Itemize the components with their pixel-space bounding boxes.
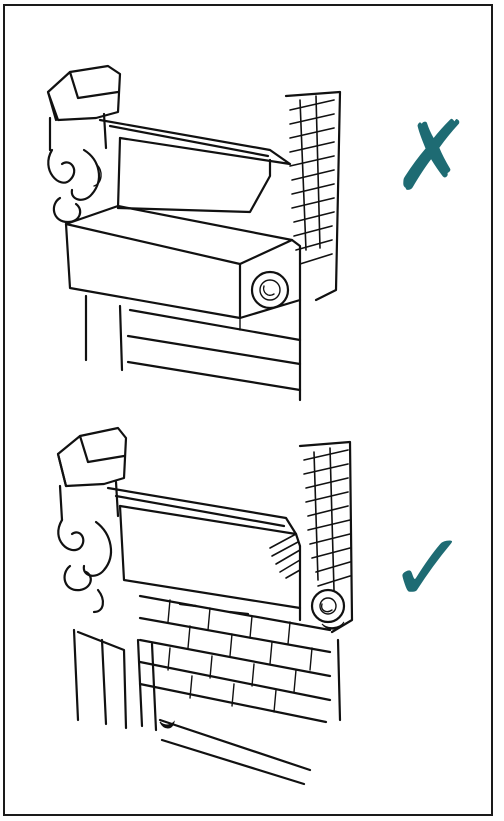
cross-mark-icon: ✗ bbox=[392, 100, 473, 212]
check-mark-icon: ✓ bbox=[388, 512, 469, 624]
diagram-frame bbox=[3, 4, 493, 816]
